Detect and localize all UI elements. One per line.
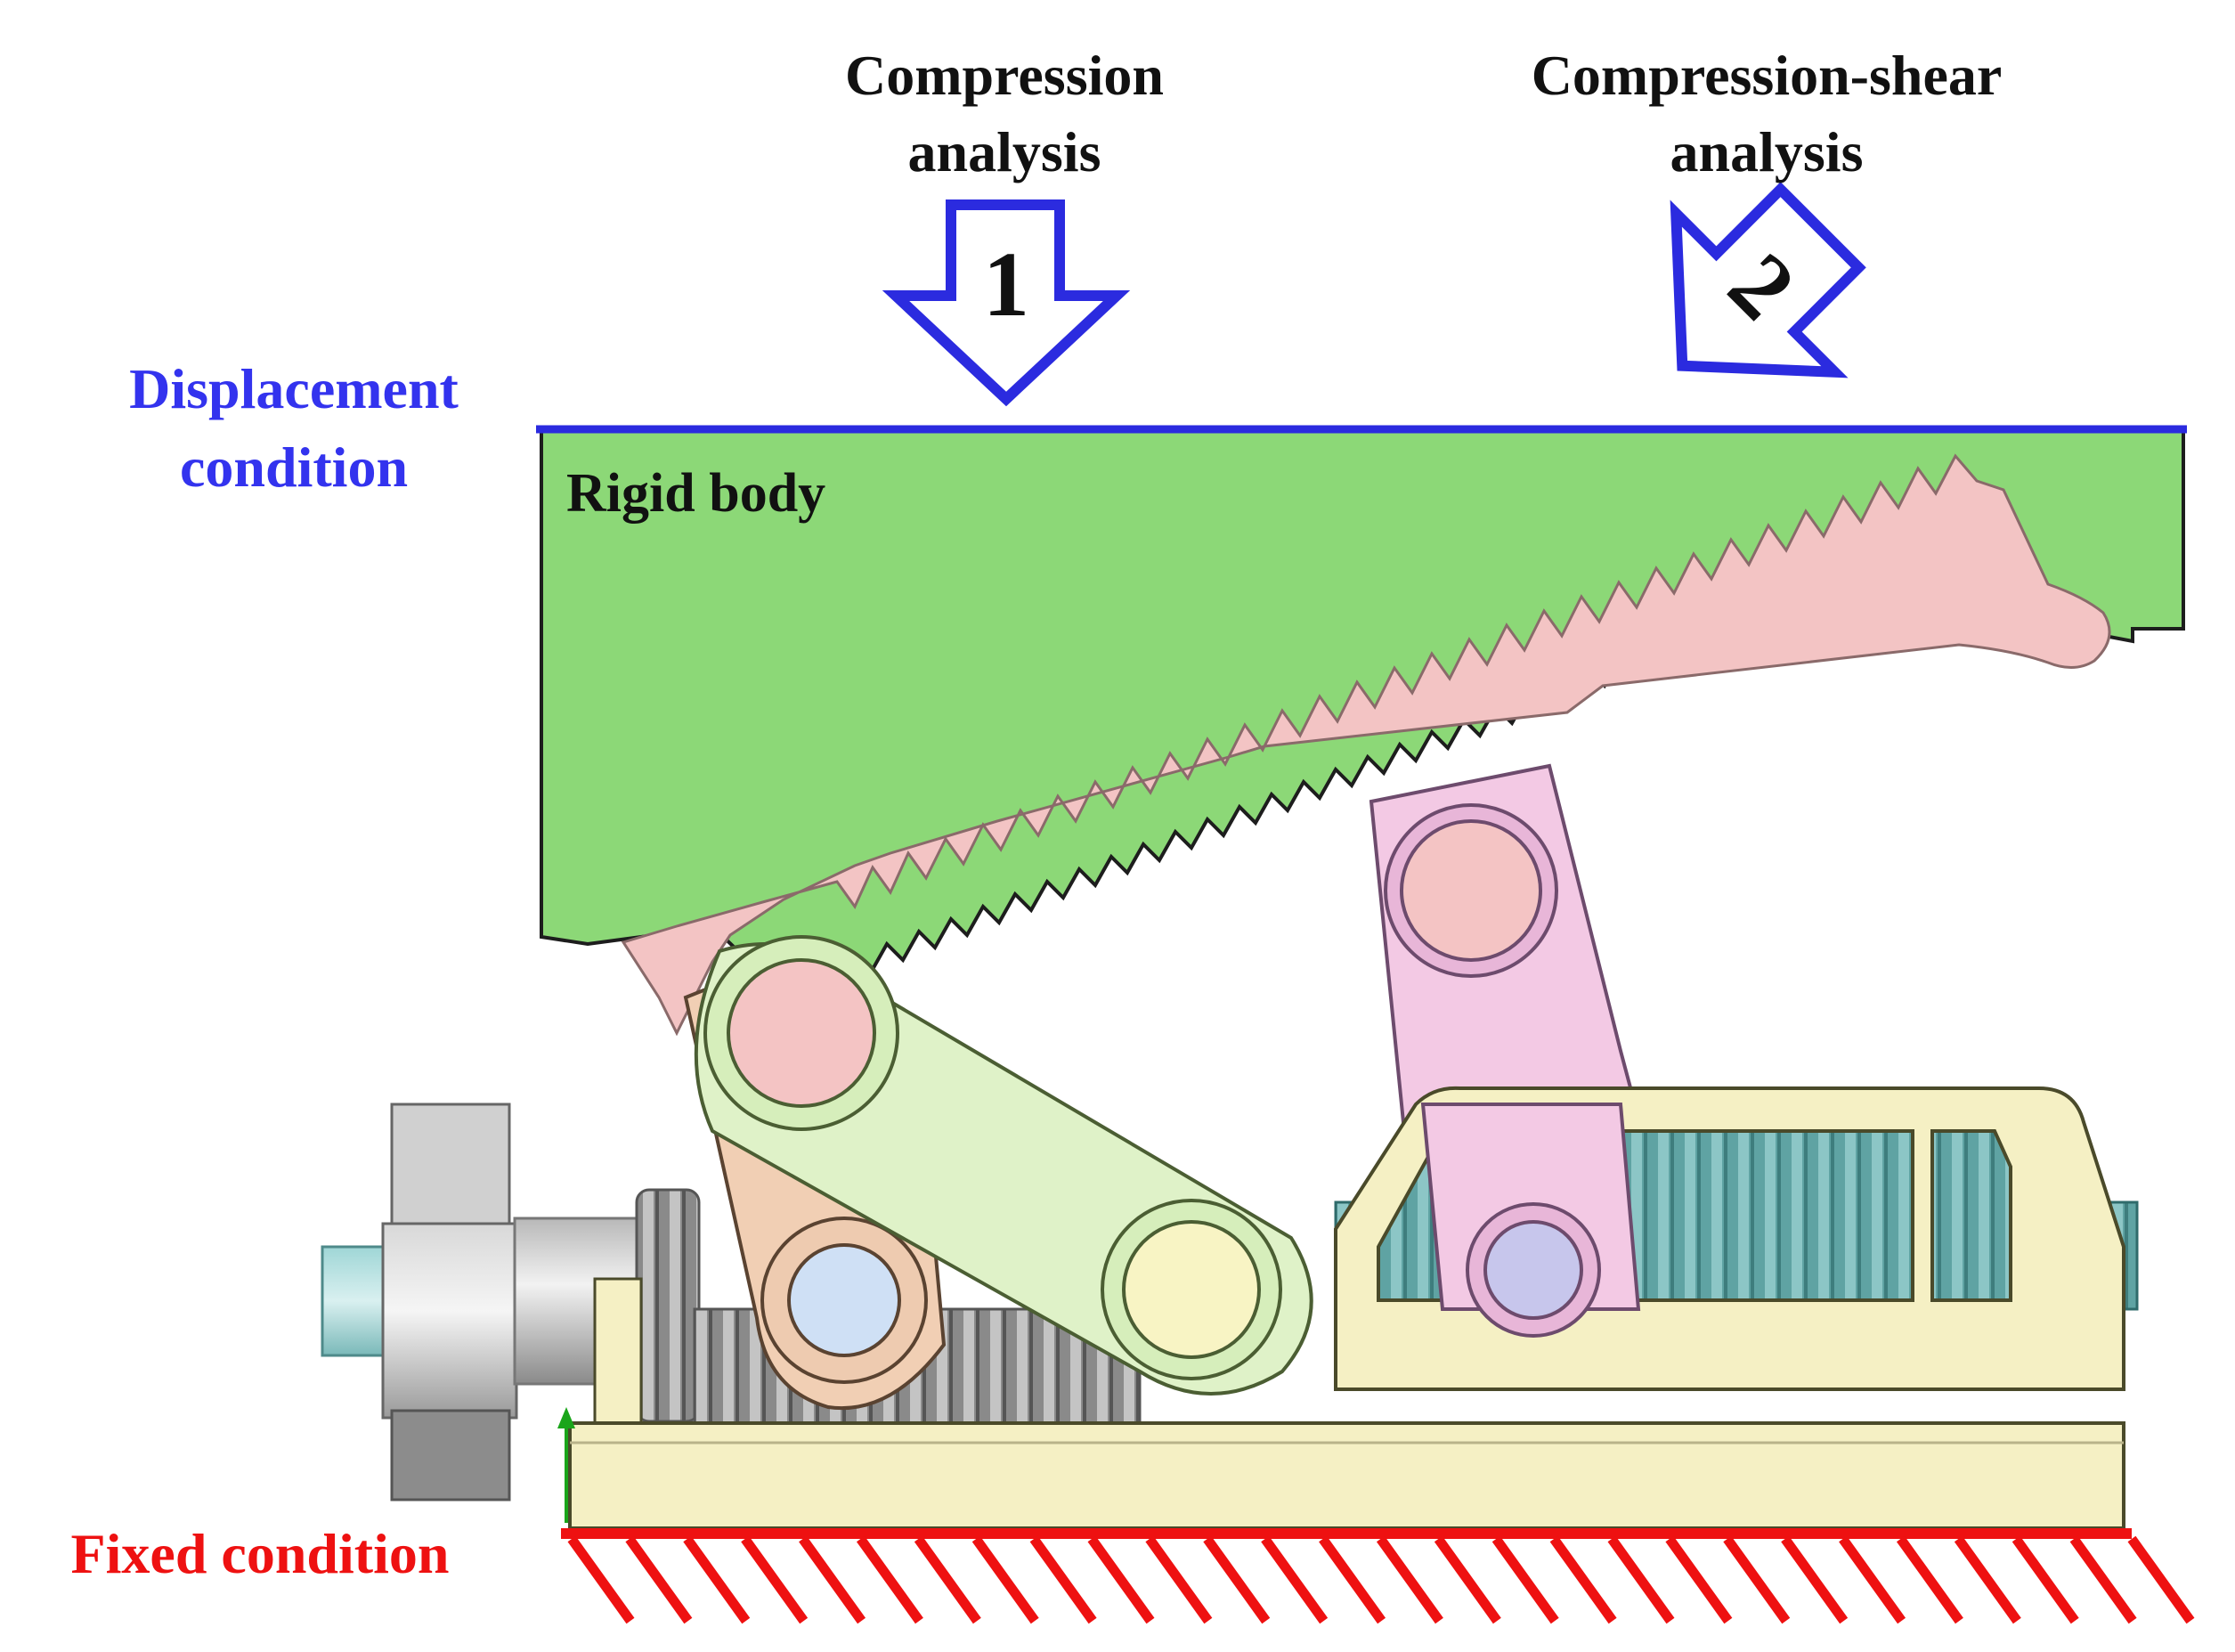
hatch-mark bbox=[1434, 1535, 1501, 1624]
hatch-mark bbox=[1087, 1535, 1155, 1624]
compression-arrow: 1 bbox=[882, 199, 1131, 407]
diagonal-link-upper-pin bbox=[727, 958, 876, 1108]
hatch-mark bbox=[2127, 1535, 2195, 1624]
hatch-mark bbox=[971, 1535, 1039, 1624]
hatch-mark bbox=[1781, 1535, 1849, 1624]
hatch-mark bbox=[741, 1535, 809, 1624]
right-link-upper-pin bbox=[1400, 819, 1542, 962]
compression-shear-title-line1: Compression-shear bbox=[1532, 44, 2003, 107]
fixed-hatch bbox=[567, 1535, 2195, 1624]
nut-upper bbox=[390, 1103, 511, 1240]
diagonal-link bbox=[694, 935, 1313, 1396]
hatch-mark bbox=[1319, 1535, 1386, 1624]
axis-triad-y-head bbox=[557, 1407, 575, 1428]
hatch-mark bbox=[1954, 1535, 2021, 1624]
compression-arrow-number: 1 bbox=[983, 233, 1029, 336]
hatch-mark bbox=[567, 1535, 635, 1624]
hatch-mark bbox=[683, 1535, 751, 1624]
nut-middle bbox=[381, 1222, 518, 1420]
fixed-condition-label: Fixed condition bbox=[71, 1522, 450, 1585]
hatch-mark bbox=[1665, 1535, 1733, 1624]
axis-triad-icon bbox=[557, 1407, 575, 1523]
hatch-mark bbox=[1145, 1535, 1213, 1624]
hatch-mark bbox=[625, 1535, 693, 1624]
compression-title-line1: Compression bbox=[845, 44, 1164, 107]
serrated-pad bbox=[621, 453, 2111, 1037]
displacement-label-line2: condition bbox=[180, 435, 408, 499]
compression-title-line2: analysis bbox=[908, 120, 1101, 183]
hatch-mark bbox=[1376, 1535, 1443, 1624]
compression-shear-arrow-icon bbox=[1670, 182, 1866, 378]
hatch-mark bbox=[1839, 1535, 1906, 1624]
rigid-body-label: Rigid body bbox=[566, 463, 825, 524]
end-support-block bbox=[593, 1277, 643, 1432]
hatch-mark bbox=[1029, 1535, 1097, 1624]
hatch-mark bbox=[1896, 1535, 1963, 1624]
base-plate bbox=[568, 1421, 2125, 1530]
hatch-mark bbox=[1723, 1535, 1791, 1624]
right-link-lower-pin bbox=[1483, 1220, 1583, 1320]
hatch-mark bbox=[1607, 1535, 1675, 1624]
hatch-mark bbox=[1261, 1535, 1329, 1624]
hatch-mark bbox=[1549, 1535, 1617, 1624]
serrated-pad-shape bbox=[621, 453, 2111, 1037]
hatch-mark bbox=[856, 1535, 923, 1624]
left-lever-pin bbox=[787, 1243, 901, 1357]
slider-frame bbox=[1334, 1086, 2125, 1391]
fixed-support bbox=[561, 1528, 2195, 1624]
compression-shear-arrow: 2 bbox=[1670, 182, 1866, 378]
compression-shear-title-line2: analysis bbox=[1670, 120, 1864, 183]
frame-window-3 bbox=[1930, 1129, 2012, 1302]
hatch-mark bbox=[799, 1535, 866, 1624]
diagonal-link-lower-pin bbox=[1122, 1220, 1261, 1359]
hatch-mark bbox=[2012, 1535, 2079, 1624]
displacement-label-line1: Displacement bbox=[129, 357, 459, 420]
hatch-mark bbox=[2069, 1535, 2137, 1624]
hatch-mark bbox=[914, 1535, 981, 1624]
shaft-collar bbox=[635, 1188, 701, 1423]
nut-lower bbox=[390, 1409, 511, 1501]
hatch-mark bbox=[1203, 1535, 1271, 1624]
adjust-bolt-assembly bbox=[321, 1103, 701, 1501]
base-plate-body bbox=[568, 1421, 2125, 1530]
hatch-mark bbox=[1491, 1535, 1559, 1624]
compression-arrow-icon bbox=[882, 199, 1131, 407]
